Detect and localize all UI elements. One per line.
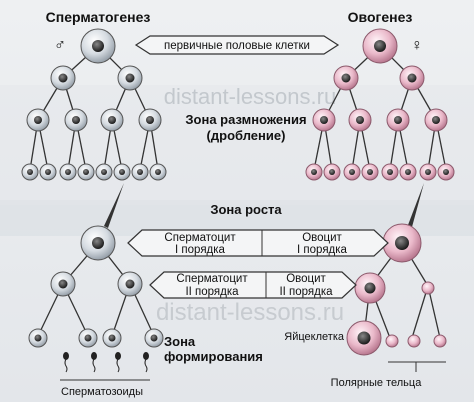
zone-growth-label: Зона роста — [210, 202, 282, 217]
egg-label: Яйцеклетка — [284, 331, 345, 343]
oocyte-2-label: Овоцит — [286, 273, 326, 285]
zone-reproduction-label: Зона размножения — [185, 112, 306, 127]
zone-formation-sublabel: формирования — [164, 349, 263, 364]
polar-label-bracket — [388, 361, 446, 372]
male-symbol-icon: ♂ — [54, 37, 66, 54]
female-symbol-icon: ♀ — [411, 37, 423, 54]
spermatocyte-1-order: I порядка — [175, 244, 226, 256]
spermatocyte-2-order: II порядка — [185, 286, 239, 298]
spermatocyte-2-label: Сперматоцит — [176, 273, 248, 285]
oocyte-1-label: Овоцит — [302, 232, 342, 244]
oocyte-1-order: I порядка — [297, 244, 348, 256]
first-order-box: Сперматоцит I порядка Овоцит I порядка — [127, 229, 389, 257]
female-cells — [305, 28, 455, 356]
title-spermatogenesis: Сперматогенез — [46, 9, 151, 25]
spermatozoa-label: Сперматозоиды — [61, 386, 143, 398]
oocyte-2-order: II порядка — [279, 286, 333, 298]
reproduction-zone-band — [0, 85, 474, 205]
zone-reproduction-sublabel: (дробление) — [207, 128, 286, 143]
female-growth-connector — [408, 183, 424, 227]
title-oogenesis: Овогенез — [348, 9, 413, 25]
watermark: distant-lessons.ru — [164, 84, 336, 109]
spermatocyte-1-label: Сперматоцит — [164, 232, 236, 244]
watermark: distant-lessons.ru — [156, 299, 344, 326]
polar-bodies-label: Полярные тельца — [331, 377, 423, 389]
primary-germ-cells-label: первичные половые клетки — [134, 35, 340, 55]
spermatozoa — [63, 352, 149, 373]
male-growth-connector — [104, 183, 124, 228]
male-cells — [21, 28, 167, 348]
zone-formation-label: Зона — [164, 334, 196, 349]
second-order-box: Сперматоцит II порядка Овоцит II порядка — [149, 271, 357, 299]
svg-text:первичные половые клетки: первичные половые клетки — [164, 40, 310, 52]
